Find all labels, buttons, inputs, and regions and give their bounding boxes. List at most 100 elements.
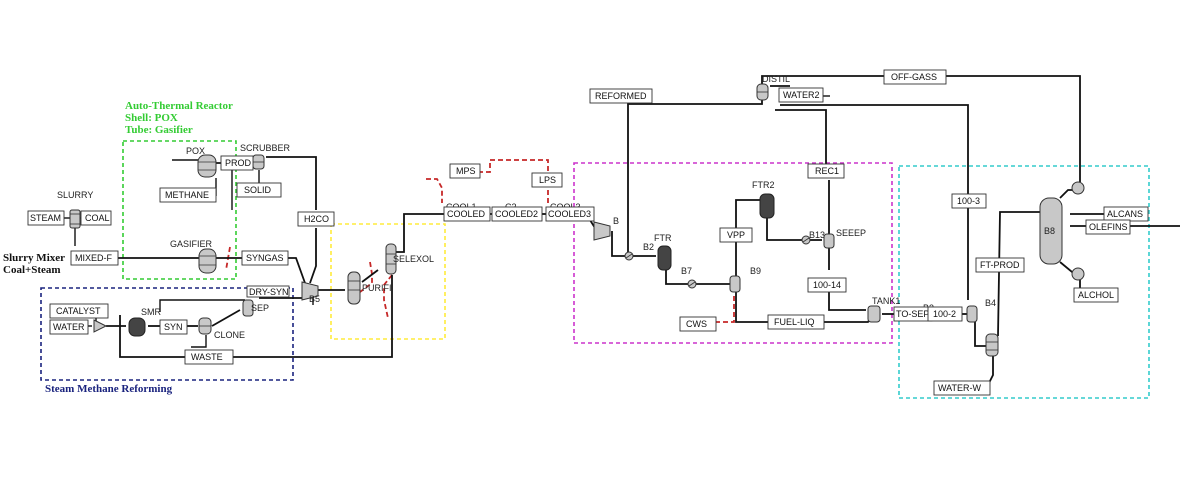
stream-steam[interactable]: STEAM: [30, 213, 61, 223]
stream-cws[interactable]: CWS: [686, 319, 707, 329]
100-14-to-tank-line: [828, 292, 866, 311]
seeep-flash-icon[interactable]: [823, 233, 835, 249]
h2co-line: [309, 228, 317, 284]
gasifier-block-label: GASIFIER: [170, 239, 213, 249]
b8-block-label: B8: [1044, 226, 1055, 236]
b13-heater-icon[interactable]: [801, 235, 811, 245]
b7-block-label: B7: [681, 266, 692, 276]
autothermal-tube: Tube: Gasifier: [125, 124, 193, 136]
stream-fuel-liq[interactable]: FUEL-LIQ: [774, 317, 815, 327]
b9-block-label: B9: [750, 266, 761, 276]
ftr2-block-label: FTR2: [752, 180, 775, 190]
stream-alchol[interactable]: ALCHOL: [1078, 290, 1114, 300]
purifier-column-icon[interactable]: [347, 271, 361, 305]
smr-block-label: SMR: [141, 307, 162, 317]
selexol-steam-line: [383, 274, 393, 319]
b7-heater-icon[interactable]: [687, 279, 697, 289]
stream-lps[interactable]: LPS: [539, 175, 556, 185]
stream-reformed[interactable]: REFORMED: [595, 91, 647, 101]
purifier-block-label: PURIFI: [362, 283, 392, 293]
stream-h2co[interactable]: H2CO: [304, 214, 329, 224]
stream-syn[interactable]: SYN: [164, 322, 183, 332]
b2-heater-icon[interactable]: [624, 251, 634, 261]
b9-to-vpp-line: [735, 199, 760, 276]
slurry-block-label: SLURRY: [57, 190, 93, 200]
b9-flash-icon[interactable]: [729, 275, 741, 293]
seeep-block-label: SEEEP: [836, 228, 866, 238]
stream-mps[interactable]: MPS: [456, 166, 476, 176]
stream-prod[interactable]: PROD: [225, 158, 252, 168]
autothermal-reactor-zone: [122, 140, 237, 280]
ftr2-reactor-icon[interactable]: [759, 193, 775, 219]
stream-ft-prod[interactable]: FT-PROD: [980, 260, 1020, 270]
stream-dry-syn[interactable]: DRY-SYN: [249, 287, 289, 297]
cws-line: [715, 295, 735, 323]
stream-methane[interactable]: METHANE: [165, 190, 209, 200]
stream-water[interactable]: WATER: [53, 322, 85, 332]
stream-catalyst[interactable]: CATALYST: [56, 306, 101, 316]
purifier-to-selexol-line: [361, 269, 379, 283]
sep-block-label: SEP: [251, 303, 269, 313]
water2-flash-icon[interactable]: [756, 83, 769, 101]
stream-100-14[interactable]: 100-14: [813, 280, 841, 290]
stream-cooled[interactable]: COOLED: [447, 209, 486, 219]
ftr-reactor-icon[interactable]: [657, 245, 672, 271]
b13-block-label: B13: [809, 230, 825, 240]
b3-flash-icon[interactable]: [966, 305, 978, 323]
ftr2-to-b13-line: [766, 218, 802, 241]
stream-alcans[interactable]: ALCANS: [1107, 209, 1143, 219]
stream-solid[interactable]: SOLID: [244, 185, 272, 195]
reformed-recycle-line: [627, 98, 763, 255]
stream-waste[interactable]: WASTE: [191, 352, 223, 362]
slurry-mixer-sublabel: Coal+Steam: [3, 264, 61, 276]
stream-off-gass[interactable]: OFF-GASS: [891, 72, 937, 82]
stream-olefins[interactable]: OLEFINS: [1089, 222, 1128, 232]
rec1-to-water2-line: [775, 109, 827, 164]
scrubber-to-h2co-line: [266, 156, 317, 210]
clone-waste-line: [191, 335, 207, 348]
gasifier-icon[interactable]: [198, 248, 217, 274]
stream-water-w[interactable]: WATER-W: [938, 383, 981, 393]
ftr-block-label: FTR: [654, 233, 672, 243]
smr-pump-icon[interactable]: [93, 319, 108, 333]
stream-syngas[interactable]: SYNGAS: [246, 253, 284, 263]
selexol-block-label: SELEXOL: [393, 254, 434, 264]
water2-flash-label: DISTIL: [762, 74, 790, 84]
stream-water2[interactable]: WATER2: [783, 90, 820, 100]
clone-separator-icon[interactable]: [198, 317, 212, 335]
sep-icon[interactable]: [242, 299, 254, 317]
clone-to-sep-line: [211, 309, 241, 327]
stream-to-sep[interactable]: TO-SEP: [896, 309, 929, 319]
stream-100-2[interactable]: 100-2: [933, 309, 956, 319]
slurry-mixer-icon[interactable]: [69, 209, 81, 229]
b4-exchanger-icon[interactable]: [985, 333, 999, 357]
compressor-to-b2-line: [611, 231, 656, 257]
scrubber-block-label: SCRUBBER: [240, 143, 291, 153]
selexol-column-icon[interactable]: [385, 243, 397, 275]
stream-mixed-f[interactable]: MIXED-F: [75, 253, 113, 263]
b2-block-label: B2: [643, 242, 654, 252]
b-compressor-icon[interactable]: [593, 221, 611, 241]
stream-vpp[interactable]: VPP: [727, 230, 745, 240]
slurry-mixer-label: Slurry Mixer: [3, 252, 65, 264]
purification-zone: [330, 223, 446, 340]
smr-reactor-icon[interactable]: [128, 317, 146, 337]
mps-steam-line: [426, 178, 443, 203]
scrubber-icon[interactable]: [252, 154, 265, 170]
b-block-label: B: [613, 216, 619, 226]
stream-cooled2[interactable]: COOLED2: [495, 209, 538, 219]
b8-distillation-column-icon[interactable]: [1039, 181, 1085, 281]
b5-compressor-icon[interactable]: [301, 281, 319, 301]
stream-rec1[interactable]: REC1: [815, 166, 839, 176]
purifier-steam-line: [359, 261, 373, 293]
pox-reactor-icon[interactable]: [197, 154, 217, 178]
stream-cooled3[interactable]: COOLED3: [548, 209, 591, 219]
ftr-to-b7-line: [665, 268, 688, 285]
recycle-100-3-line: [780, 104, 969, 300]
tank1-icon[interactable]: [867, 305, 881, 323]
stream-coal[interactable]: COAL: [85, 213, 110, 223]
autothermal-shell: Shell: POX: [125, 112, 178, 124]
smr-product-line: [119, 275, 393, 358]
stream-100-3[interactable]: 100-3: [957, 196, 980, 206]
